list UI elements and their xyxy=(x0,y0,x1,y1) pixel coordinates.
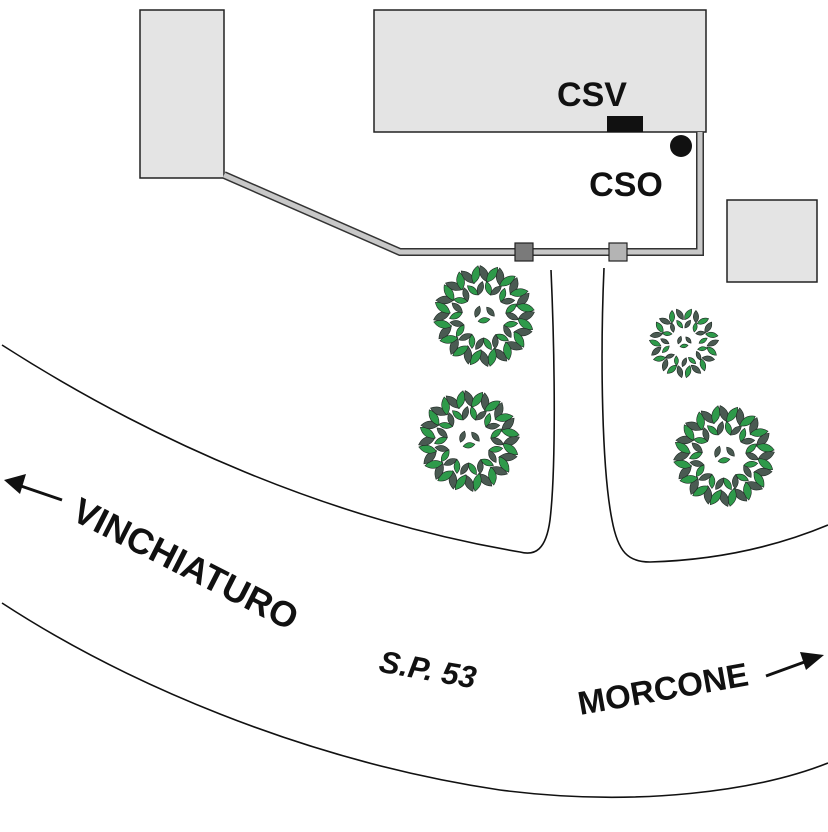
cso-marker xyxy=(670,135,692,157)
valve-2 xyxy=(608,242,628,262)
building-main xyxy=(373,9,707,133)
csv-label: CSV xyxy=(557,76,627,114)
road-label: S.P. 53 xyxy=(377,644,479,695)
access-road-left-edge xyxy=(1,269,556,554)
shrub-icon xyxy=(418,390,520,492)
conduit-pipe xyxy=(222,132,704,256)
building-left xyxy=(139,9,225,179)
cso-label: CSO xyxy=(589,166,663,204)
valve-1 xyxy=(514,242,534,262)
shrub-icon xyxy=(648,308,720,379)
main-road-lower-edge xyxy=(1,602,828,799)
shrub-icon xyxy=(673,405,775,507)
building-right xyxy=(726,199,818,283)
arrow-right-icon xyxy=(765,652,824,678)
shrub-icon xyxy=(433,265,535,367)
direction-label-vinchiaturo: VINCHIATURO xyxy=(66,489,305,638)
direction-label-morcone: MORCONE xyxy=(575,655,751,721)
arrow-left-icon xyxy=(4,474,63,502)
access-road-right-edge xyxy=(601,267,828,563)
csv-marker xyxy=(607,116,643,132)
